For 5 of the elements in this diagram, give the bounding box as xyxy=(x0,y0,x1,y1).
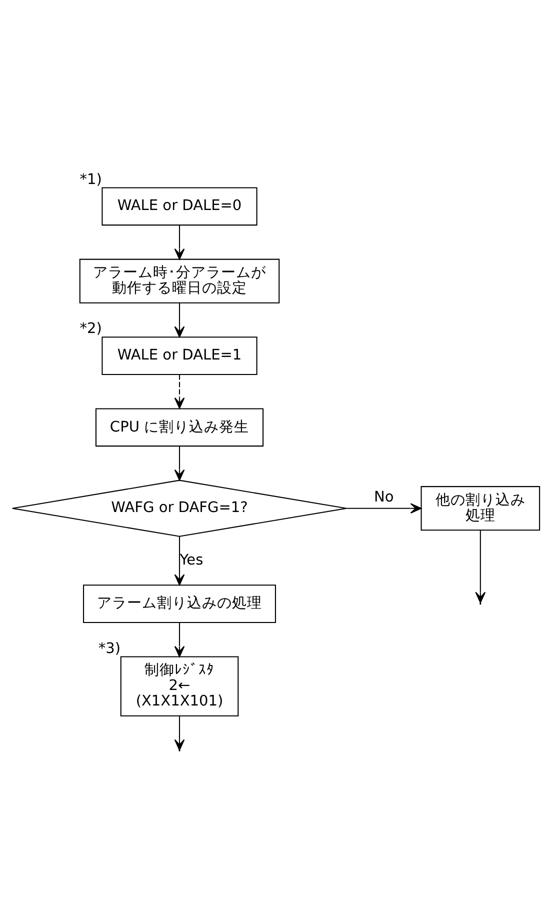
node-label: *2) xyxy=(80,321,102,338)
edge-label: Yes xyxy=(180,552,204,569)
edge-label: No xyxy=(374,489,394,506)
node-label: *1) xyxy=(80,172,102,188)
node-label: *3) xyxy=(98,640,121,657)
